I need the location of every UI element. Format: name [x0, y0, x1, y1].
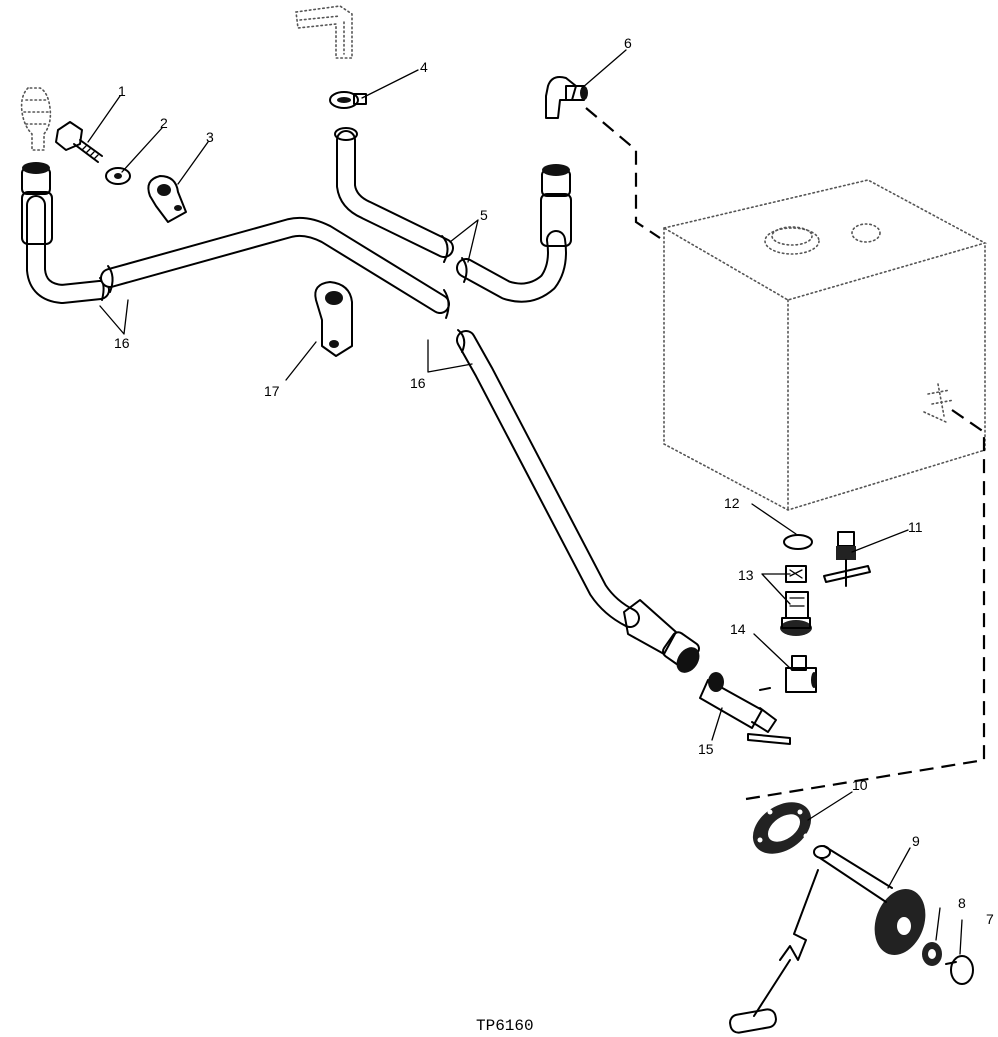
callout-7: 7 — [986, 911, 994, 927]
callout-10: 10 — [852, 777, 868, 793]
callout-1: 1 — [118, 83, 126, 99]
sender-wire-dashed — [739, 409, 986, 802]
hose-16-main-upper — [100, 216, 450, 319]
callout-9: 9 — [912, 833, 920, 849]
callout-2: 2 — [160, 115, 168, 131]
washer-part-2 — [105, 167, 131, 185]
callout-12: 12 — [724, 495, 740, 511]
fuel-sender-part-9 — [729, 845, 926, 1034]
callout-4: 4 — [420, 59, 428, 75]
o-ring-part-12 — [783, 534, 813, 550]
phantom-bulb-reference — [20, 87, 52, 151]
lock-washer-part-8 — [922, 942, 942, 966]
hose-5-upper-vertical — [334, 127, 454, 263]
hose-16-left-section — [21, 162, 110, 304]
drain-valve-part-11 — [823, 531, 871, 587]
hose-clamp-part-4 — [329, 91, 367, 109]
callout-8: 8 — [958, 895, 966, 911]
leader-lines — [87, 49, 963, 955]
clamp-part-17 — [314, 281, 353, 357]
fitting-stack-part-13 — [780, 565, 812, 636]
callout-6: 6 — [624, 35, 632, 51]
vent-line-dashed — [585, 107, 661, 239]
callout-11: 11 — [908, 519, 923, 535]
clamp-part-3 — [147, 175, 187, 223]
callout-14: 14 — [730, 621, 746, 637]
callout-17: 17 — [264, 383, 280, 399]
callout-3: 3 — [206, 129, 214, 145]
screw-part-7 — [945, 955, 974, 985]
fuel-tank-phantom — [661, 179, 988, 511]
callout-13: 13 — [738, 567, 754, 583]
elbow-fitting-part-6 — [545, 76, 588, 119]
tee-fitting-part-14 — [785, 655, 817, 693]
callout-5: 5 — [480, 207, 488, 223]
shutoff-valve-part-15 — [699, 672, 791, 745]
callout-16-center: 16 — [410, 375, 426, 391]
bolt-part-1 — [55, 121, 103, 163]
hose-5-right-u — [456, 164, 572, 303]
callout-16-left: 16 — [114, 335, 130, 351]
callout-15: 15 — [698, 741, 714, 757]
hose-16-lower-run — [456, 329, 700, 673]
phantom-elbow-reference — [295, 5, 353, 59]
callout-labels: 1 2 3 4 5 6 7 8 9 10 11 12 13 14 15 16 1… — [114, 35, 994, 927]
gasket-part-10 — [752, 802, 812, 854]
figure-id: TP6160 — [476, 1017, 534, 1035]
